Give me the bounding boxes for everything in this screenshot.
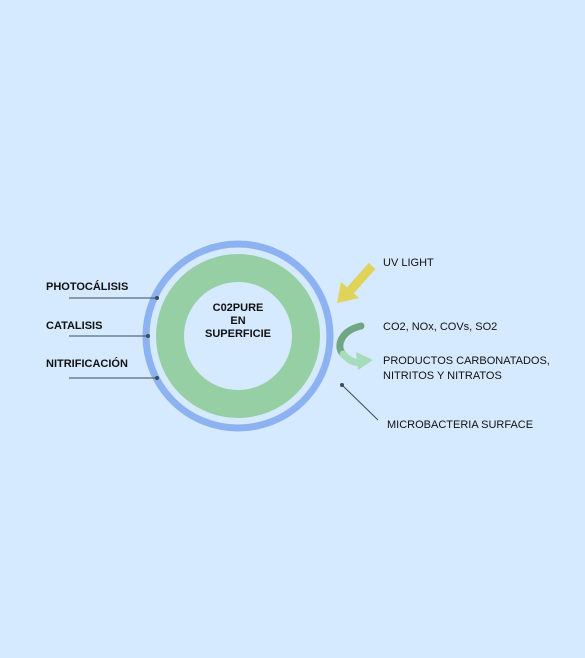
inner-green-ring — [156, 254, 320, 418]
center-label-line1: C02PURE — [212, 302, 264, 314]
center-label: C02PURE EN SUPERFICIE — [193, 302, 283, 341]
label-nitrification: NITRIFICACIÓN — [46, 358, 128, 370]
leader-line-photocatalysis — [69, 296, 159, 300]
center-label-line2: EN — [230, 315, 246, 327]
center-label-line3: SUPERFICIE — [204, 328, 271, 340]
curved-arrow-icon — [336, 322, 373, 370]
uv-arrow-icon — [337, 263, 376, 303]
label-products-line1: PRODUCTOS CARBONATADOS, — [383, 355, 550, 367]
leader-line-catalysis — [69, 334, 150, 338]
label-uv-light: UV LIGHT — [383, 257, 434, 269]
label-catalysis: CATALISIS — [46, 320, 103, 332]
label-photocatalysis: PHOTOCÁLISIS — [46, 281, 129, 293]
label-products-line2: NITRITOS Y NITRATOS — [383, 370, 502, 382]
label-microbacteria: MICROBACTERIA SURFACE — [387, 419, 534, 431]
leader-line-microbacteria — [340, 383, 379, 421]
label-pollutants: CO2, NOx, COVs, SO2 — [383, 321, 498, 333]
leader-line-nitrification — [69, 376, 159, 380]
